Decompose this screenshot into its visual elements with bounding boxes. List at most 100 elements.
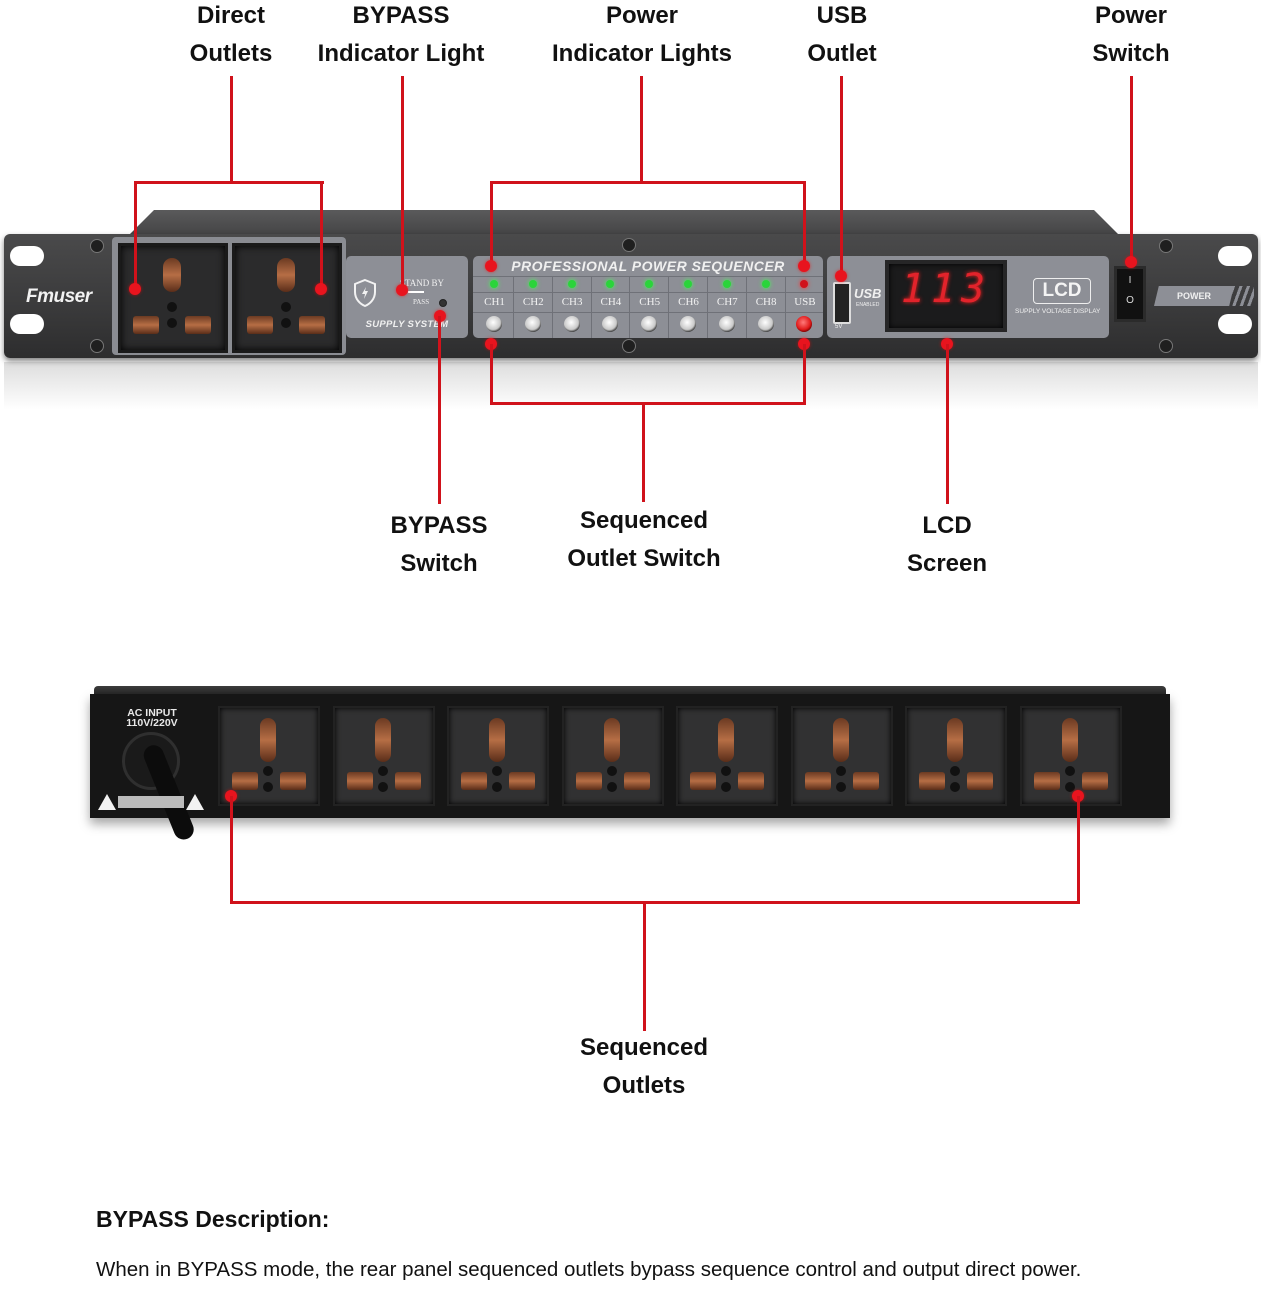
- callout-line: [490, 344, 493, 404]
- label-bypass-switch: BYPASS Switch: [391, 507, 488, 583]
- channel-switch-button[interactable]: [524, 316, 541, 332]
- ac-input-voltage: 110V/220V: [126, 717, 178, 729]
- callout-line: [490, 402, 806, 405]
- channel-indicator-light: [684, 280, 692, 288]
- label-usb-outlet: USB Outlet: [807, 0, 876, 73]
- channel-indicator-light: [528, 280, 537, 288]
- lcd-reading: 113: [900, 266, 992, 312]
- sequenced-outlet[interactable]: [1019, 706, 1122, 806]
- label-line: LCD: [922, 512, 972, 539]
- callout-line: [946, 344, 949, 504]
- pin-hole: [377, 766, 388, 776]
- callout-dot: [1125, 256, 1137, 268]
- divider: [551, 276, 553, 338]
- label-lcd-screen: LCD Screen: [907, 507, 987, 583]
- label-line: BYPASS: [352, 2, 450, 29]
- label-sequenced-outlets: Sequenced Outlets: [580, 1029, 708, 1105]
- channel-switch-button[interactable]: [563, 316, 580, 332]
- divider: [629, 276, 631, 338]
- label-line: Direct: [196, 2, 266, 29]
- sequenced-outlet[interactable]: [790, 706, 893, 806]
- earth-pin: [603, 718, 620, 762]
- standby-label: STAND BY: [400, 278, 445, 288]
- label-line: Outlets: [189, 40, 273, 67]
- callout-dot: [315, 283, 327, 295]
- direct-outlet[interactable]: [232, 243, 342, 353]
- usb-port[interactable]: [833, 282, 851, 324]
- channel-indicator-light: [567, 280, 576, 288]
- divider: [707, 276, 708, 338]
- screw-icon: [622, 339, 636, 353]
- earth-pin: [718, 718, 734, 762]
- pin-hole: [492, 782, 502, 792]
- callout-line: [643, 901, 646, 1031]
- pin-hole: [263, 766, 273, 776]
- label-line: Outlet: [807, 40, 877, 67]
- earth-pin: [947, 718, 963, 762]
- divider: [473, 276, 823, 277]
- neutral-pin: [804, 772, 831, 790]
- sequenced-outlet[interactable]: [218, 706, 320, 806]
- callout-line: [320, 181, 323, 289]
- pin-hole: [835, 766, 846, 776]
- channel-switch-button[interactable]: [641, 316, 658, 332]
- decor-stripes: [1232, 286, 1254, 306]
- label-line: BYPASS: [390, 512, 488, 539]
- channel-switch-button[interactable]: [680, 316, 696, 332]
- label-line: Outlet Switch: [567, 545, 721, 572]
- channel-label: CH7: [716, 296, 738, 308]
- callout-line: [642, 402, 645, 502]
- bypass-switch-button[interactable]: [439, 299, 447, 307]
- live-pin: [280, 772, 306, 790]
- usb-voltage-label: 5V: [835, 324, 843, 330]
- brand-logo: Fmuser: [26, 286, 92, 307]
- live-pin: [1081, 772, 1108, 790]
- callout-line: [438, 316, 441, 504]
- power-label: POWER: [1176, 291, 1211, 301]
- rack-ear-hole: [1218, 314, 1252, 334]
- pin-hole: [377, 782, 388, 792]
- usb-label: USB: [854, 286, 882, 301]
- sequenced-outlet[interactable]: [332, 706, 435, 806]
- channel-indicator-light: [722, 280, 731, 288]
- earth-pin: [832, 718, 849, 762]
- pin-hole: [492, 766, 502, 776]
- rating-label: [118, 796, 184, 808]
- neutral-pin: [1033, 772, 1060, 790]
- usb-enabled-label: ENABLED: [856, 302, 880, 308]
- callout-line: [401, 76, 404, 290]
- sequenced-outlet[interactable]: [905, 706, 1007, 806]
- channel-indicator-light: [761, 280, 770, 288]
- pin-hole: [606, 766, 617, 776]
- channel-switch-button[interactable]: [757, 316, 774, 332]
- live-pin: [299, 316, 325, 334]
- callout-line: [640, 76, 643, 184]
- pin-hole: [721, 782, 731, 792]
- channel-label: CH6: [678, 296, 699, 308]
- channel-indicator-light: [800, 280, 809, 288]
- callout-line: [840, 76, 843, 276]
- standby-bar: [408, 291, 424, 293]
- channel-switch-button[interactable]: [796, 316, 813, 332]
- callout-dot: [485, 260, 497, 272]
- sequenced-outlet[interactable]: [447, 706, 549, 806]
- pin-hole: [606, 782, 617, 792]
- supply-system-label: SUPPLY SYSTEM: [365, 319, 449, 330]
- switch-on-mark: I: [1128, 275, 1132, 286]
- channel-indicator-light: [606, 280, 615, 288]
- channel-switch-button[interactable]: [486, 316, 502, 332]
- power-switch[interactable]: I O: [1114, 266, 1146, 322]
- callout-line: [230, 76, 233, 184]
- sequenced-outlet[interactable]: [676, 706, 778, 806]
- callout-line: [230, 796, 233, 904]
- lcd-caption: SUPPLY VOLTAGE DISPLAY: [1015, 308, 1101, 315]
- neutral-pin: [247, 316, 273, 334]
- warning-icon: [186, 794, 204, 810]
- channel-indicator-light: [645, 280, 654, 288]
- ac-input-label: AC INPUT 110V/220V: [120, 708, 184, 729]
- sequenced-outlet[interactable]: [561, 706, 664, 806]
- pin-hole: [281, 302, 291, 312]
- pin-hole: [950, 782, 960, 792]
- channel-switch-button[interactable]: [602, 316, 619, 332]
- channel-switch-button[interactable]: [718, 316, 735, 332]
